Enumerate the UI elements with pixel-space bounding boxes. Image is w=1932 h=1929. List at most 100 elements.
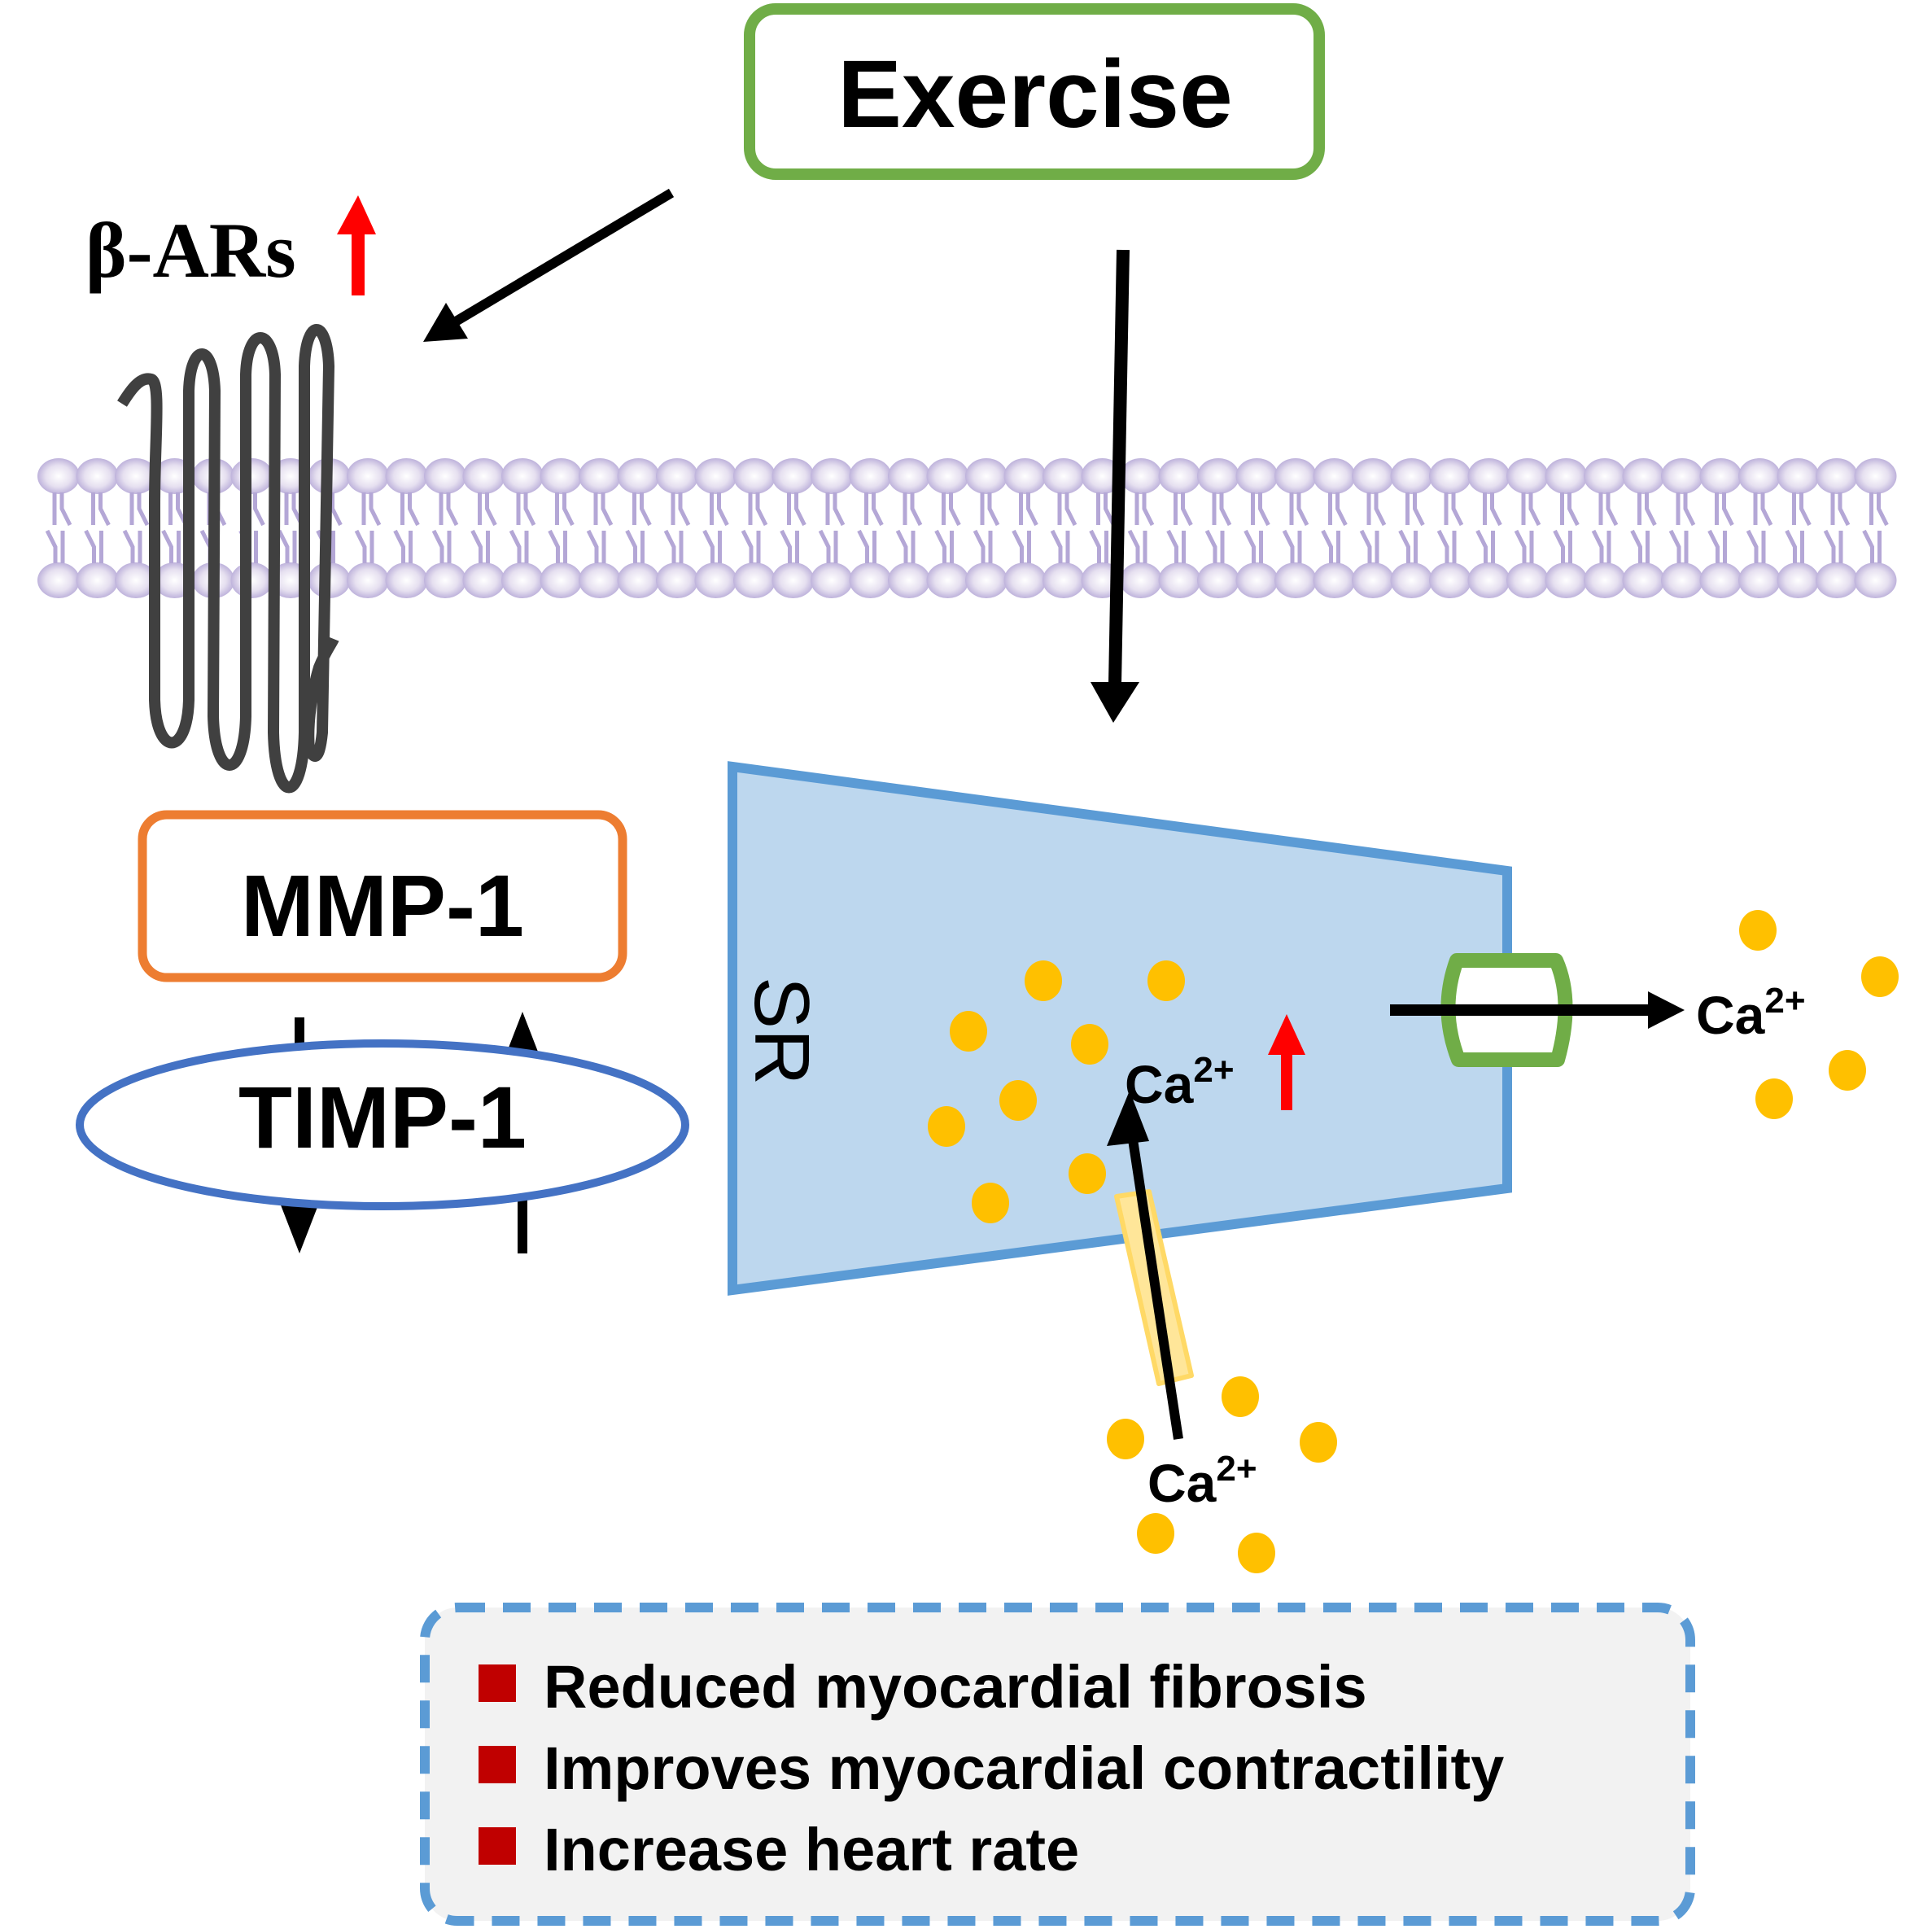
calcium-ion-icon [950,1011,987,1052]
phospholipid [1661,458,1703,598]
phospholipid [733,458,776,598]
phospholipid [1622,458,1665,598]
phospholipid [230,458,273,598]
phospholipid [1506,458,1549,598]
phospholipid [1235,458,1279,598]
phospholipid [37,458,80,598]
phospholipid [1352,458,1394,598]
phospholipid [1197,458,1239,598]
phospholipid [1429,458,1471,598]
arrow-exercise-to-beta-ars [423,188,675,342]
phospholipid [540,458,583,598]
bullet-square-icon [479,1746,516,1783]
calcium-ion-icon [1107,1419,1144,1459]
mmp1-node: MMP-1 [138,810,627,982]
arrow-calcium-uptake [1107,1091,1183,1440]
phospholipid [501,458,544,598]
timp1-node: TIMP-1 [76,1039,689,1210]
phospholipid [1274,458,1317,598]
released-calcium-base: Ca [1696,985,1766,1045]
cell-membrane [37,458,1897,598]
calcium-ion-icon [928,1106,965,1147]
bullet-square-icon [479,1664,516,1702]
outcome-text: Improves myocardial contractility [544,1734,1504,1802]
calcium-ion-icon [999,1080,1037,1121]
outcome-text: Reduced myocardial fibrosis [544,1653,1367,1721]
phospholipid [1390,458,1433,598]
sr-calcium-increase-up-arrow-icon [1268,1014,1305,1110]
sarcoplasmic-reticulum: SR [728,761,1512,1296]
sr-calcium-base: Ca [1125,1054,1195,1114]
phospholipid [1158,458,1201,598]
phospholipid [1120,458,1162,598]
beta-ars-label: β-ARs [85,207,296,294]
phospholipid [965,458,1008,598]
svg-text:Ca2+: Ca2+ [1696,981,1806,1045]
released-calcium-charge: 2+ [1764,981,1805,1021]
calcium-ion-icon [1137,1513,1174,1554]
phospholipid [424,458,466,598]
svg-text:Ca2+: Ca2+ [1125,1050,1235,1114]
calcium-ion-icon [1147,960,1185,1001]
calcium-ion-icon [1755,1078,1793,1119]
bullet-square-icon [479,1827,516,1865]
phospholipid [617,458,660,598]
phospholipid [1854,458,1897,598]
phospholipid [347,458,389,598]
phospholipid [1699,458,1742,598]
phospholipid [926,458,969,598]
phospholipid [115,458,157,598]
sr-calcium-charge: 2+ [1193,1050,1234,1090]
timp1-label: TIMP-1 [238,1068,527,1166]
calcium-ion-icon [1829,1050,1866,1091]
phospholipid [579,458,621,598]
cytosolic-calcium-charge: 2+ [1216,1449,1257,1489]
phospholipid [1313,458,1356,598]
calcium-ion-icon [1069,1153,1106,1194]
calcium-ion-icon [972,1183,1009,1223]
calcium-ion-icon [1071,1024,1108,1065]
exercise-label: Exercise [837,41,1233,148]
beta-adrenergic-receptor-icon [117,324,339,794]
phospholipid [1584,458,1626,598]
calcium-ion-icon [1739,910,1777,951]
phospholipid [1042,458,1085,598]
phospholipid [849,458,892,598]
phospholipid [1738,458,1781,598]
phospholipid [656,458,698,598]
phospholipid [462,458,505,598]
arrow-calcium-release [1390,991,1685,1029]
arrow-exercise-to-sr [1091,249,1139,723]
mmp1-label: MMP-1 [241,856,524,955]
phospholipid [76,458,119,598]
outcome-item: Reduced myocardial fibrosis [479,1653,1367,1721]
outcome-item: Increase heart rate [479,1816,1079,1883]
outcome-text: Increase heart rate [544,1816,1079,1883]
outcome-item: Improves myocardial contractility [479,1734,1504,1802]
phospholipid [1467,458,1510,598]
phospholipid [694,458,737,598]
svg-text:Ca2+: Ca2+ [1147,1449,1257,1513]
cytosolic-calcium-label: Ca2+ [1147,1449,1257,1513]
exercise-node: Exercise [744,3,1325,180]
beta-ars-increase-up-arrow-icon [337,195,376,295]
phospholipid [1816,458,1858,598]
phospholipid [888,458,930,598]
phospholipid [771,458,815,598]
sr-calcium-label: Ca2+ [1125,1050,1235,1114]
phospholipid [1777,458,1820,598]
calcium-ion-icon [1222,1376,1259,1417]
calcium-ion-icon [1861,956,1899,997]
phospholipid [811,458,853,598]
phospholipid [1545,458,1588,598]
released-calcium-label: Ca2+ [1696,981,1806,1045]
calcium-ion-icon [1300,1422,1337,1463]
phospholipid [385,458,428,598]
cytosolic-calcium-base: Ca [1147,1453,1217,1513]
sr-label: SR [738,977,825,1085]
calcium-ion-icon [1238,1533,1275,1573]
calcium-ions [928,910,1899,1573]
calcium-ion-icon [1025,960,1062,1001]
